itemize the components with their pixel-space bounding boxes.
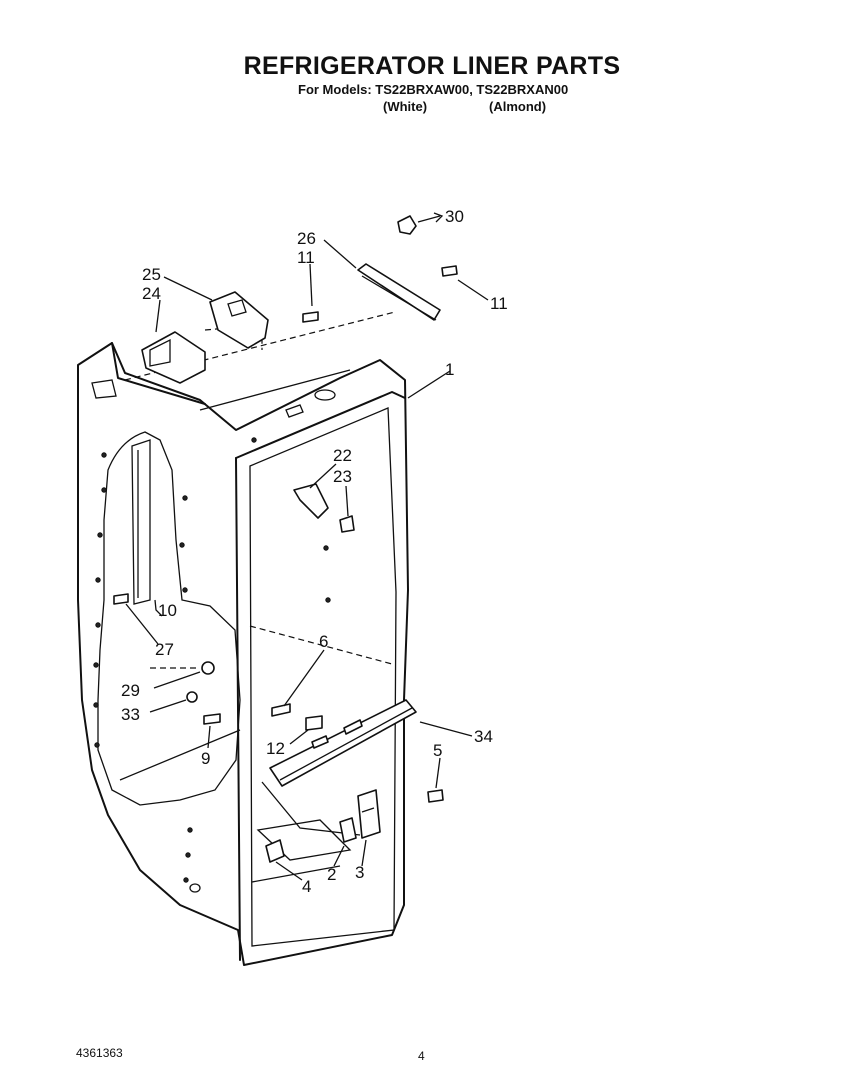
part-2 [339,817,357,843]
callout-3: 3 [355,863,364,882]
callout-30: 30 [445,207,464,226]
part-6 [271,703,291,717]
page-number: 4 [418,1049,425,1063]
callout-27: 27 [155,640,174,659]
part-30 [397,212,444,235]
part-11-screws [302,265,458,323]
part-4 [265,839,285,863]
callout-11-right: 11 [490,294,508,313]
part-3 [357,789,381,839]
leader-lines [125,239,489,881]
part-24 [141,331,206,384]
page-title: REFRIGERATOR LINER PARTS [243,52,621,80]
part-9 [203,713,221,725]
callout-33: 33 [121,705,140,724]
part-33 [186,691,198,703]
callout-2: 2 [327,865,336,884]
callout-6: 6 [319,632,328,651]
callout-23: 23 [333,467,352,486]
document-number: 4361363 [76,1046,123,1060]
part-26 [357,263,441,321]
part-22 [293,483,329,519]
callout-25: 25 [142,265,161,284]
callout-29: 29 [121,681,140,700]
model-numbers: For Models: TS22BRXAW00, TS22BRXAN00 [298,82,569,97]
part-34 [269,699,417,787]
callout-5: 5 [433,741,442,760]
callout-10: 10 [158,601,177,620]
liner-body [77,311,409,966]
callout-34: 34 [474,727,493,746]
part-5 [427,789,444,803]
color-white-label: (White) [383,99,428,114]
callout-22: 22 [333,446,352,465]
callout-1: 1 [445,360,454,379]
callout-24: 24 [142,284,161,303]
callout-26: 26 [297,229,316,248]
part-29 [150,661,215,675]
part-23 [339,515,355,533]
part-25 [209,291,269,349]
part-27 [113,593,129,605]
callout-9: 9 [201,749,210,768]
callout-11-left: 11 [297,248,315,267]
color-almond-label: (Almond) [489,99,547,114]
callout-4: 4 [302,877,311,896]
callout-12: 12 [266,739,285,758]
part-12 [305,715,323,731]
